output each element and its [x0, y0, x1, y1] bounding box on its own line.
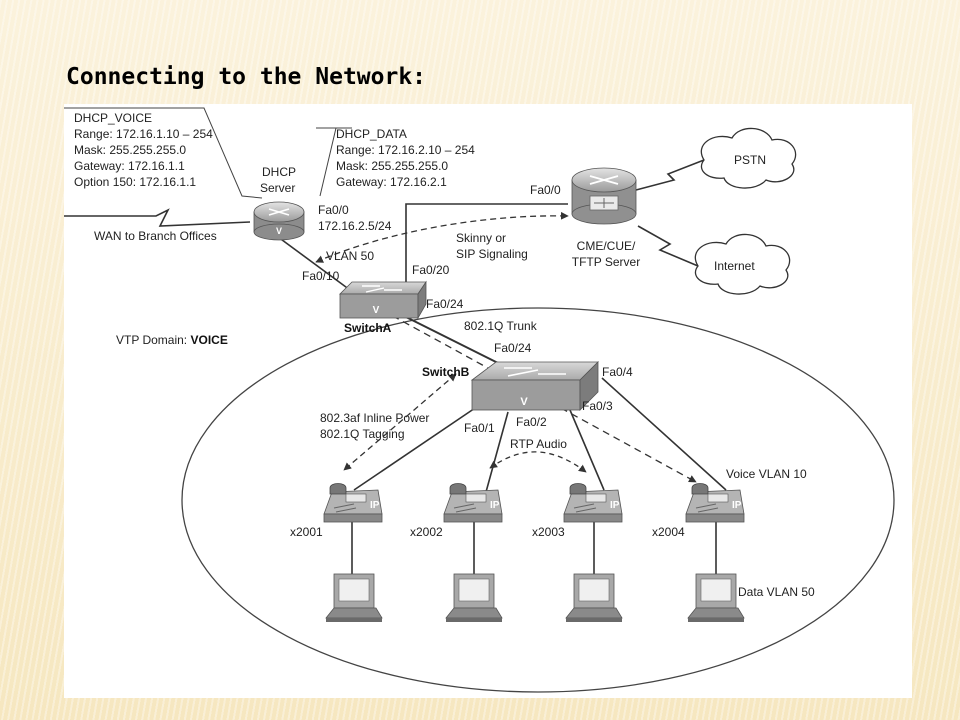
dhcp-voice-range: Range: 172.16.1.10 – 254 — [74, 127, 213, 141]
voice-vlan-label: Voice VLAN 10 — [726, 467, 807, 481]
wan-link — [64, 208, 251, 227]
dhcp-data-callout — [316, 127, 352, 197]
switch-a-vlan: VLAN 50 — [326, 249, 374, 263]
phone-x2001-ext: x2001 — [290, 525, 323, 539]
trunk-link — [399, 313, 505, 367]
dhcp-voice-mask: Mask: 255.255.255.0 — [74, 143, 186, 157]
ip-phone-x2004 — [685, 483, 745, 523]
switch-b-port-24: Fa0/24 — [494, 341, 532, 355]
dhcp-server-label-2: Server — [260, 181, 295, 195]
switch-a — [339, 280, 427, 320]
phone-x2002-badge: IP — [490, 500, 500, 511]
switch-b-port-4: Fa0/4 — [602, 365, 633, 379]
cme-router — [571, 167, 637, 225]
switch-b-mark: V — [520, 396, 528, 408]
ip-phone-x2003 — [563, 483, 623, 523]
phone-x2003-badge: IP — [610, 500, 620, 511]
switch-a-name: SwitchA — [344, 321, 392, 335]
dhcp-server-ip: 172.16.2.5/24 — [318, 219, 392, 233]
dhcp-data-mask: Mask: 255.255.255.0 — [336, 159, 448, 173]
slide-title: Connecting to the Network: — [66, 64, 427, 90]
link-dhcp-switcha — [273, 233, 351, 291]
rtp-audio-label: RTP Audio — [510, 437, 567, 451]
switch-a-port-20: Fa0/20 — [412, 263, 450, 277]
switch-a-mark: V — [373, 305, 380, 316]
rtp-audio-path — [489, 451, 587, 473]
switch-a-port-24: Fa0/24 — [426, 297, 464, 311]
signaling-path — [315, 211, 569, 263]
dhcp-server-router — [253, 201, 305, 241]
dhcp-data-range: Range: 172.16.2.10 – 254 — [336, 143, 475, 157]
vtp-domain-label: VTP Domain: VOICE — [116, 333, 228, 347]
switch-a-port-10: Fa0/10 — [302, 269, 340, 283]
ip-phone-x2001 — [323, 483, 383, 523]
cme-port: Fa0/0 — [530, 183, 561, 197]
wan-label: WAN to Branch Offices — [94, 229, 217, 243]
dhcp-voice-name: DHCP_VOICE — [74, 111, 152, 125]
vtp-domain-prefix: VTP Domain: — [116, 333, 190, 347]
pc-x2002 — [445, 573, 503, 622]
link-switchb-x2002 — [485, 411, 509, 493]
link-switchb-x2003 — [569, 409, 605, 491]
switch-b-name: SwitchB — [422, 365, 470, 379]
dhcp-server-port: Fa0/0 — [318, 203, 349, 217]
inline-power-label: 802.3af Inline Power — [320, 411, 429, 425]
signaling-label-1: Skinny or — [456, 231, 506, 245]
link-cme-pstn — [635, 159, 705, 191]
internet-cloud — [694, 233, 791, 295]
dhcp-server-label-1: DHCP — [262, 165, 296, 179]
trunk-label: 802.1Q Trunk — [464, 319, 538, 333]
network-diagram: V V — [64, 104, 912, 698]
pc-x2004 — [687, 573, 745, 622]
switch-b-port-3: Fa0/3 — [582, 399, 613, 413]
inline-power-arrow — [343, 373, 457, 471]
phone-x2004-ext: x2004 — [652, 525, 685, 539]
cme-label-1: CME/CUE/ — [577, 239, 636, 253]
switch-b-port-2: Fa0/2 — [516, 415, 547, 429]
pstn-label: PSTN — [734, 153, 766, 167]
vtp-domain-ellipse — [181, 307, 895, 693]
switch-b — [470, 361, 599, 411]
tagging-label: 802.1Q Tagging — [320, 427, 405, 441]
phone-x2001-badge: IP — [370, 500, 380, 511]
dhcp-data-gateway: Gateway: 172.16.2.1 — [336, 175, 447, 189]
phone-x2003-ext: x2003 — [532, 525, 565, 539]
phone-x2002-ext: x2002 — [410, 525, 443, 539]
dhcp-router-mark: V — [276, 226, 282, 236]
dhcp-data-name: DHCP_DATA — [336, 127, 407, 141]
dhcp-voice-option: Option 150: 172.16.1.1 — [74, 175, 196, 189]
pstn-cloud — [700, 127, 797, 189]
switch-b-port-1: Fa0/1 — [464, 421, 495, 435]
cme-label-2: TFTP Server — [572, 255, 640, 269]
ip-phone-x2002 — [443, 483, 503, 523]
link-cme-internet — [637, 225, 699, 267]
dhcp-voice-gateway: Gateway: 172.16.1.1 — [74, 159, 185, 173]
vtp-domain-name: VOICE — [190, 333, 227, 347]
network-diagram-canvas: V V — [64, 107, 895, 693]
data-vlan-label: Data VLAN 50 — [738, 585, 815, 599]
pc-x2003 — [565, 573, 623, 622]
phone-x2004-badge: IP — [732, 500, 742, 511]
internet-label: Internet — [714, 259, 755, 273]
pc-x2001 — [325, 573, 383, 622]
link-switchb-x2004 — [601, 377, 727, 491]
signaling-label-2: SIP Signaling — [456, 247, 528, 261]
dhcp-voice-callout — [64, 107, 263, 199]
